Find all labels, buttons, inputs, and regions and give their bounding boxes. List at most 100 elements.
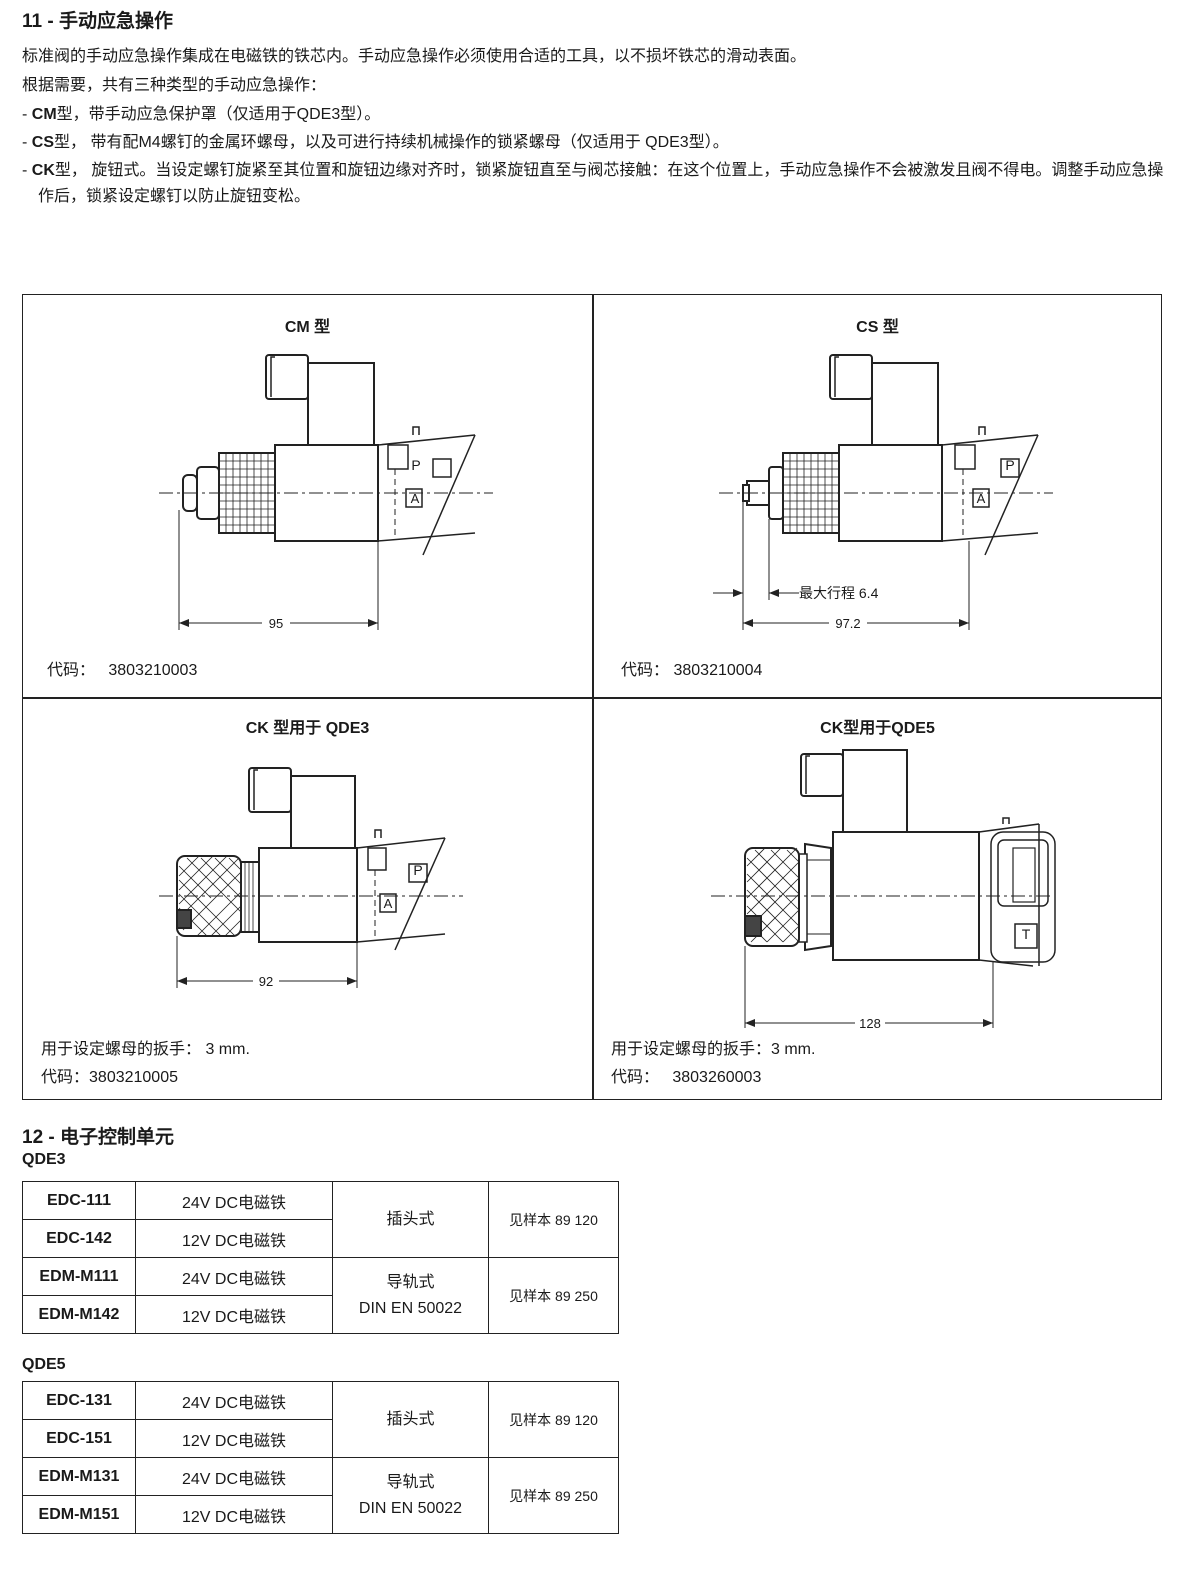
- port-a-label: A: [383, 896, 393, 911]
- section-11-heading: 11 - 手动应急操作: [22, 6, 173, 33]
- code-label: 代码：: [621, 662, 670, 679]
- manual-override-drawings-grid: CM 型 P A 95 代码：: [22, 294, 1162, 1100]
- section-11-body: 标准阀的手动应急操作集成在电磁铁的铁芯内。手动应急操作必须使用合适的工具，以不损…: [22, 42, 1172, 210]
- section-12-heading: 12 - 电子控制单元: [22, 1122, 174, 1149]
- table-row: EDC-111 24V DC电磁铁 插头式 见样本 89 120: [22, 1181, 619, 1258]
- cm-solenoid-drawing: [159, 354, 493, 630]
- ecu-voltage: 24V DC电磁铁: [135, 1257, 333, 1296]
- ecu-catalog-ref: 见样本 89 120: [488, 1181, 619, 1258]
- ecu-type-line: DIN EN 50022: [358, 1299, 463, 1317]
- code-label: 代码：: [611, 1069, 660, 1086]
- ecu-code: EDC-111: [22, 1181, 136, 1220]
- ecu-code: EDM-M151: [22, 1495, 136, 1534]
- ck-qde3-solenoid-drawing: [159, 767, 463, 988]
- part-code: 代码： 3803210004: [621, 657, 762, 685]
- part-code: 代码： 3803260003: [611, 1064, 761, 1092]
- ecu-voltage: 12V DC电磁铁: [135, 1419, 333, 1458]
- table-row: EDC-142 12V DC电磁铁: [22, 1219, 619, 1258]
- panel-title: CK型用于QDE5: [820, 720, 935, 737]
- port-p-label: P: [1005, 457, 1015, 473]
- panel-title: CM 型: [284, 319, 331, 336]
- wrench-note: 用于设定螺母的扳手： 3 mm.: [41, 1041, 250, 1058]
- port-t-label: T: [1021, 926, 1031, 942]
- ecu-type-line: 导轨式: [386, 1273, 435, 1291]
- code-label: 代码：: [41, 1069, 90, 1086]
- list-dash: -: [22, 162, 32, 179]
- code-label: 代码：: [47, 662, 96, 679]
- ecu-code: EDM-M131: [22, 1457, 136, 1496]
- ecu-code: EDC-151: [22, 1419, 136, 1458]
- ecu-type-line: DIN EN 50022: [358, 1499, 463, 1517]
- part-code: 代码： 3803210003: [47, 657, 197, 685]
- code-value: 3803260003: [672, 1069, 762, 1086]
- list-item-cs: - CS型， 带有配M4螺钉的金属环螺母，以及可进行持续机械操作的锁紧螺母（仅适…: [22, 130, 1172, 156]
- qde3-label: QDE3: [22, 1151, 66, 1168]
- section-title: 电子控制单元: [60, 1127, 175, 1148]
- port-p-label: P: [413, 862, 423, 878]
- panel-ck-qde3: CK 型用于 QDE3 P A: [23, 698, 592, 1100]
- ecu-type: 插头式: [332, 1181, 489, 1258]
- ecu-voltage: 24V DC电磁铁: [135, 1181, 333, 1220]
- ecu-voltage: 24V DC电磁铁: [135, 1381, 333, 1420]
- list-item-text: 型，带手动应急保护罩（仅适用于QDE3型）。: [56, 106, 381, 123]
- list-dash: -: [22, 134, 32, 151]
- list-item-text: 型， 旋钮式。当设定螺钉旋紧至其位置和旋钮边缘对齐时，锁紧旋钮直至与阀芯接触：在…: [38, 162, 1164, 205]
- list-item-code: CS: [31, 134, 55, 151]
- port-a-label: A: [410, 491, 420, 506]
- dimension-label: 92: [253, 974, 279, 989]
- ecu-voltage: 12V DC电磁铁: [135, 1219, 333, 1258]
- wrench-note: 用于设定螺母的扳手：3 mm.: [611, 1041, 816, 1058]
- max-stroke-label: 最大行程 6.4: [799, 585, 879, 601]
- dimension-label: 95: [262, 616, 290, 631]
- port-p-label: P: [411, 457, 421, 473]
- dimension-label: 97.2: [829, 616, 867, 631]
- ecu-code: EDC-142: [22, 1219, 136, 1258]
- ecu-code: EDM-M111: [22, 1257, 136, 1296]
- ecu-code: EDM-M142: [22, 1295, 136, 1334]
- ecu-type: 导轨式 DIN EN 50022: [332, 1257, 489, 1334]
- table-row: EDM-M111 24V DC电磁铁 导轨式 DIN EN 50022 见样本 8…: [22, 1257, 619, 1334]
- code-value: 3803210004: [673, 662, 763, 679]
- intro-paragraph-1: 标准阀的手动应急操作集成在电磁铁的铁芯内。手动应急操作必须使用合适的工具，以不损…: [22, 48, 807, 65]
- panel-cs: CS 型 P: [593, 295, 1162, 697]
- list-item-cm: - CM型，带手动应急保护罩（仅适用于QDE3型）。: [22, 102, 1172, 128]
- ecu-catalog-ref: 见样本 89 120: [488, 1381, 619, 1458]
- table-row: EDC-151 12V DC电磁铁: [22, 1419, 619, 1458]
- section-number: 12 -: [22, 1127, 61, 1148]
- section-number: 11 -: [22, 11, 59, 32]
- panel-title: CS 型: [856, 319, 899, 336]
- panel-title: CK 型用于 QDE3: [245, 720, 370, 737]
- port-a-label: A: [976, 491, 986, 506]
- list-item-code: CK: [31, 162, 55, 179]
- ecu-type: 插头式: [332, 1381, 489, 1458]
- list-dash: -: [22, 106, 32, 123]
- part-code: 代码：3803210005: [41, 1064, 178, 1092]
- ecu-catalog-ref: 见样本 89 250: [488, 1457, 619, 1534]
- ecu-voltage: 24V DC电磁铁: [135, 1457, 333, 1496]
- cs-solenoid-drawing: [713, 354, 1053, 630]
- ck-qde5-solenoid-drawing: [711, 749, 1056, 1028]
- qde5-ecu-table: EDC-131 24V DC电磁铁 插头式 见样本 89 120 EDC-151…: [22, 1381, 619, 1534]
- qde3-ecu-table: EDC-111 24V DC电磁铁 插头式 见样本 89 120 EDC-142…: [22, 1181, 619, 1334]
- ecu-voltage: 12V DC电磁铁: [135, 1495, 333, 1534]
- panel-ck-qde5: CK型用于QDE5: [593, 698, 1162, 1100]
- table-row: EDM-M151 12V DC电磁铁: [22, 1495, 619, 1534]
- code-value: 3803210003: [108, 662, 198, 679]
- table-row: EDM-M142 12V DC电磁铁: [22, 1295, 619, 1334]
- table-row: EDC-131 24V DC电磁铁 插头式 见样本 89 120: [22, 1381, 619, 1458]
- list-item-text: 型， 带有配M4螺钉的金属环螺母，以及可进行持续机械操作的锁紧螺母（仅适用于 Q…: [54, 134, 729, 151]
- list-item-code: CM: [31, 106, 57, 123]
- grid-divider-horizontal: [23, 697, 1161, 699]
- panel-cm: CM 型 P A 95 代码：: [23, 295, 592, 697]
- intro-paragraph-2: 根据需要，共有三种类型的手动应急操作：: [22, 77, 327, 94]
- code-value: 3803210005: [89, 1069, 178, 1086]
- dimension-label: 128: [855, 1016, 885, 1031]
- qde5-label: QDE5: [22, 1356, 66, 1373]
- section-title: 手动应急操作: [58, 11, 173, 32]
- list-item-ck: - CK型， 旋钮式。当设定螺钉旋紧至其位置和旋钮边缘对齐时，锁紧旋钮直至与阀芯…: [22, 158, 1172, 210]
- ecu-catalog-ref: 见样本 89 250: [488, 1257, 619, 1334]
- ecu-type: 导轨式 DIN EN 50022: [332, 1457, 489, 1534]
- ecu-voltage: 12V DC电磁铁: [135, 1295, 333, 1334]
- table-row: EDM-M131 24V DC电磁铁 导轨式 DIN EN 50022 见样本 8…: [22, 1457, 619, 1534]
- ecu-type-line: 导轨式: [386, 1473, 435, 1491]
